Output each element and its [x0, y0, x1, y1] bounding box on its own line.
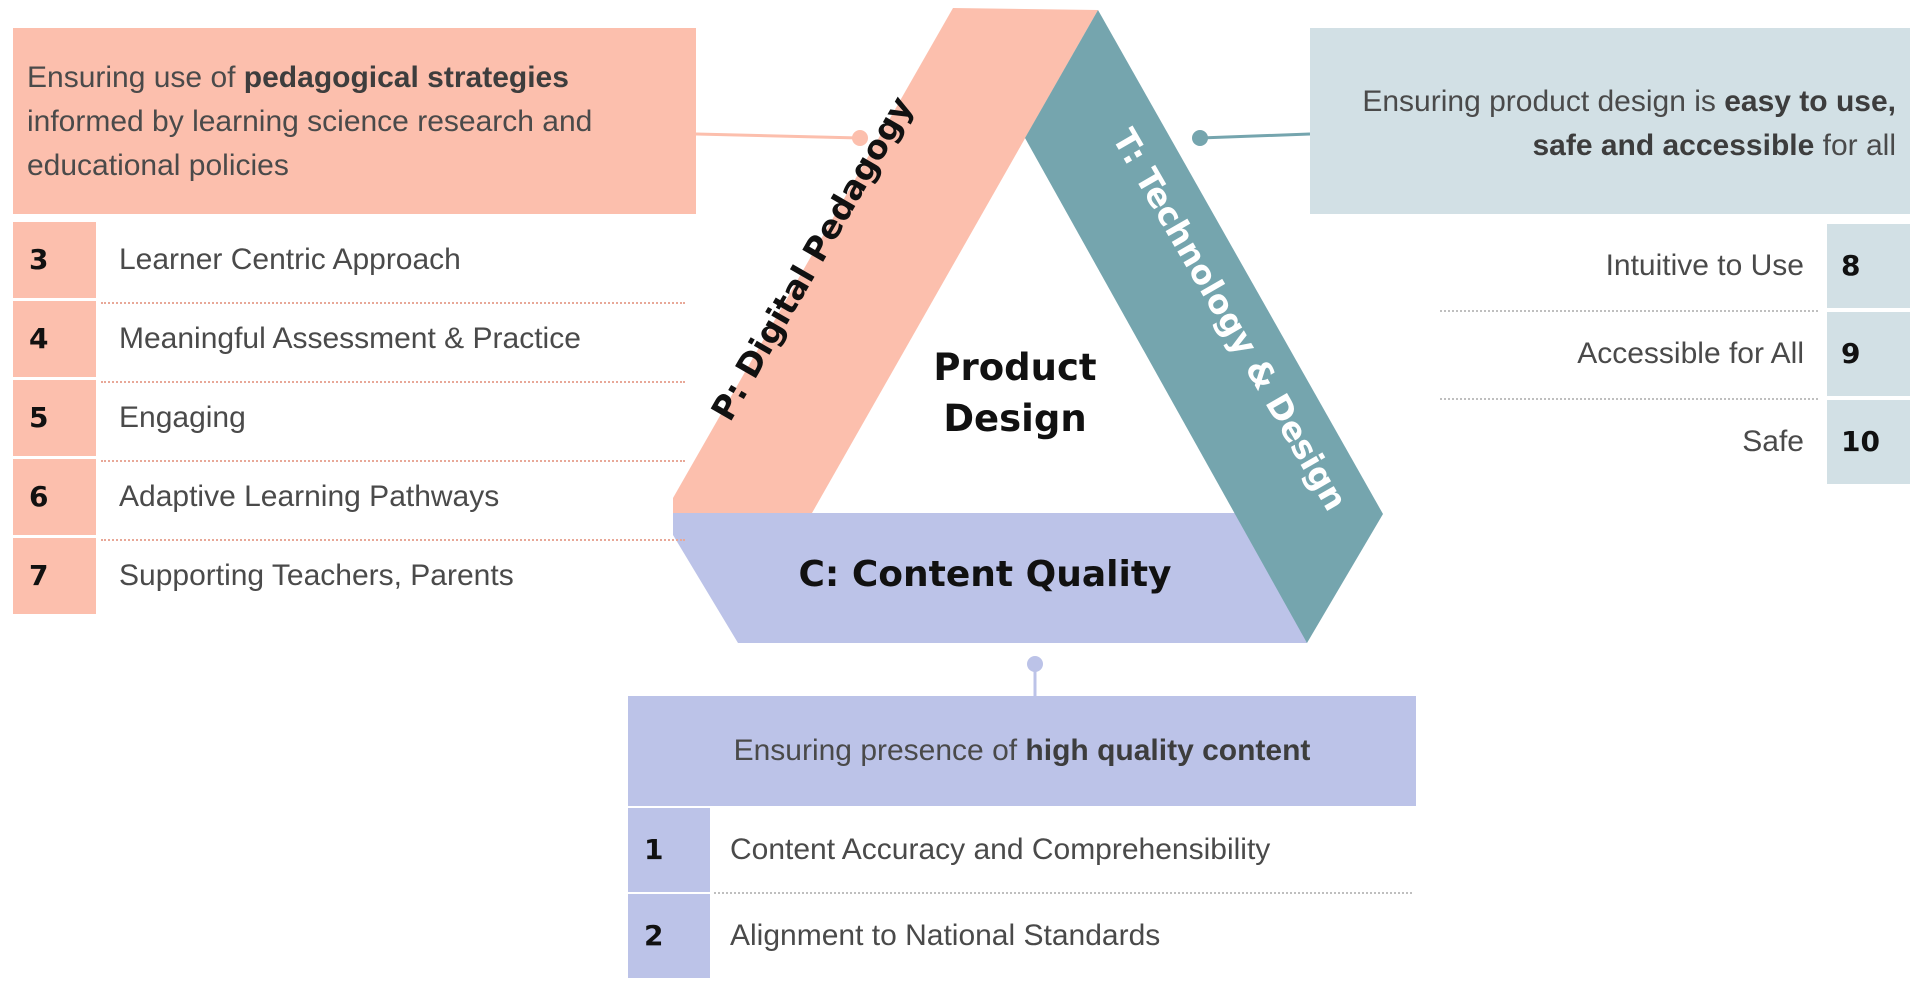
item-divider — [1440, 398, 1818, 400]
technology-item: 9 Accessible for All — [1440, 312, 1910, 400]
content-band — [673, 513, 1307, 643]
content-description-box: Ensuring presence of high quality conten… — [628, 696, 1416, 806]
item-number: 7 — [13, 538, 96, 614]
pedagogy-description-pre: Ensuring use of — [27, 61, 244, 94]
content-connector-dot — [1027, 656, 1043, 672]
item-label: Intuitive to Use — [1605, 249, 1804, 282]
technology-band — [1025, 10, 1383, 643]
technology-item: 10 Safe — [1440, 400, 1910, 488]
item-label: Safe — [1742, 425, 1804, 458]
item-label: Accessible for All — [1577, 337, 1804, 370]
center-title-line1: Product — [933, 346, 1097, 389]
item-label: Supporting Teachers, Parents — [119, 559, 514, 592]
technology-item: 8 Intuitive to Use — [1440, 224, 1910, 312]
content-item: 1 Content Accuracy and Comprehensibility — [628, 808, 1416, 896]
item-divider — [101, 539, 685, 541]
pedagogy-connector — [695, 132, 861, 140]
item-divider — [101, 460, 685, 462]
item-label: Learner Centric Approach — [119, 243, 461, 276]
content-band-label: C: Content Quality — [798, 554, 1172, 595]
item-number: 9 — [1827, 312, 1910, 396]
technology-connector-dot — [1192, 130, 1208, 146]
item-divider — [101, 302, 685, 304]
technology-description-box: Ensuring product design is easy to use, … — [1310, 28, 1910, 214]
item-divider — [1440, 310, 1818, 312]
pedagogy-description-box: Ensuring use of pedagogical strategies i… — [13, 28, 696, 214]
technology-description-pre: Ensuring product design is — [1362, 85, 1725, 118]
center-title: Product Design — [880, 342, 1150, 444]
item-divider — [714, 892, 1412, 894]
item-number: 4 — [13, 301, 96, 377]
item-label: Content Accuracy and Comprehensibility — [730, 833, 1271, 866]
content-item: 2 Alignment to National Standards — [628, 894, 1416, 982]
content-description-bold: high quality content — [1025, 734, 1311, 767]
content-description-pre: Ensuring presence of — [733, 734, 1026, 767]
pedagogy-band — [673, 8, 1098, 513]
pedagogy-item: 4 Meaningful Assessment & Practice — [13, 301, 685, 383]
item-label: Alignment to National Standards — [730, 919, 1161, 952]
pedagogy-item: 7 Supporting Teachers, Parents — [13, 538, 673, 618]
item-number: 1 — [628, 808, 710, 892]
pedagogy-item: 3 Learner Centric Approach — [13, 222, 685, 304]
pedagogy-description-post: informed by learning science research an… — [27, 105, 593, 182]
item-label: Meaningful Assessment & Practice — [119, 322, 581, 355]
item-number: 8 — [1827, 224, 1910, 308]
item-number: 2 — [628, 894, 710, 978]
technology-description-bold: easy to use, safe and accessible — [1532, 85, 1896, 162]
technology-description-post: for all — [1814, 129, 1896, 162]
pedagogy-description-bold: pedagogical strategies — [243, 61, 569, 94]
center-title-line2: Design — [943, 397, 1087, 440]
item-number: 10 — [1827, 400, 1910, 484]
item-label: Engaging — [119, 401, 246, 434]
item-divider — [101, 381, 685, 383]
item-number: 6 — [13, 459, 96, 535]
pedagogy-item: 6 Adaptive Learning Pathways — [13, 459, 685, 541]
item-label: Adaptive Learning Pathways — [119, 480, 500, 513]
pedagogy-connector-dot — [852, 130, 868, 146]
item-number: 5 — [13, 380, 96, 456]
item-number: 3 — [13, 222, 96, 298]
pedagogy-item: 5 Engaging — [13, 380, 685, 462]
technology-connector — [1199, 132, 1311, 140]
